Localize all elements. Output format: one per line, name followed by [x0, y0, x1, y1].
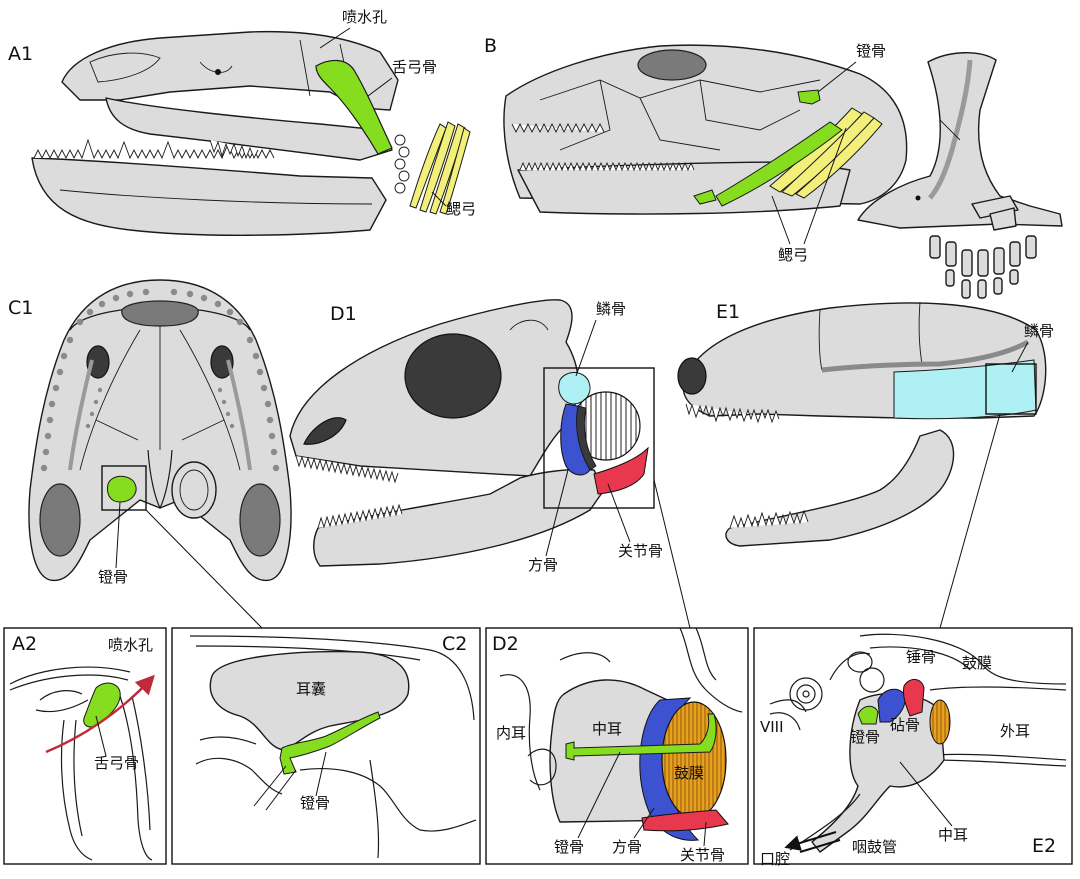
- c2-otic-capsule: [209, 650, 410, 751]
- d2-label-articular: 关节骨: [680, 846, 725, 864]
- e2-eardrum: [929, 699, 951, 745]
- e2-label-stapes: 镫骨: [850, 728, 880, 746]
- d2-eardrum: [661, 701, 727, 819]
- b-orbit: [637, 49, 707, 81]
- a1-upper-teeth: [209, 139, 259, 160]
- c1-zoom-box: [101, 465, 147, 511]
- d1-zoom-box: [543, 367, 655, 509]
- e2-label-eustachian-tube: 咽鼓管: [852, 838, 897, 856]
- panel-a1: A1 喷水孔: [8, 8, 476, 236]
- panel-label-c2: C2: [442, 633, 467, 655]
- c1-tooth-row: [40, 288, 280, 472]
- panel-label-e2: E2: [1032, 835, 1056, 857]
- e2-semicircular-canals: [829, 651, 885, 693]
- b-forelimb: [929, 195, 1037, 299]
- d2-label-eardrum: 鼓膜: [674, 764, 704, 782]
- c1-otic-region-right: [171, 461, 217, 519]
- d2-stapes: [565, 713, 717, 761]
- panel-d2: D2 内耳 中耳 鼓膜 镫骨 方骨 关节骨: [485, 627, 749, 865]
- panel-c1: C1: [8, 279, 292, 629]
- e1-zoom-box: [985, 363, 1037, 415]
- e2-cochlea: [789, 677, 823, 711]
- a2-frame: [3, 627, 167, 865]
- d1-label-squamosal: 鳞骨: [596, 300, 626, 318]
- c2-label-stapes: 镫骨: [300, 794, 330, 812]
- b-upper-teeth: [511, 122, 605, 134]
- panel-label-d2: D2: [492, 633, 519, 655]
- d1-label-articular: 关节骨: [618, 542, 663, 560]
- panel-label-e1: E1: [716, 301, 740, 323]
- d1-squamosal: [558, 372, 591, 405]
- c1-choana-left: [86, 345, 110, 379]
- e2-label-outer-ear: 外耳: [1000, 722, 1030, 740]
- d1-quadrate-dark-rim: [576, 405, 597, 471]
- d2-label-quadrate: 方骨: [612, 838, 642, 856]
- d1-label-quadrate: 方骨: [528, 556, 558, 574]
- c2-frame: [171, 627, 481, 865]
- c1-quadrate-right: [239, 483, 281, 557]
- a1-label-gill-arches: 鳃弓: [446, 200, 476, 218]
- e2-stapes: [857, 705, 879, 725]
- d1-nostril: [303, 417, 347, 445]
- a1-label-hyomandibula: 舌弓骨: [392, 58, 437, 76]
- e2-label-eardrum: 鼓膜: [962, 654, 992, 672]
- b-lower-teeth: [519, 161, 695, 172]
- panel-a2: A2 喷水孔 舌弓骨: [3, 627, 167, 865]
- b-green-fragment: [693, 189, 717, 205]
- panel-e2: E2 VIII 锤骨 鼓膜 砧骨 镫: [753, 627, 1073, 868]
- a2-label-hyomandibula: 舌弓骨: [94, 754, 139, 772]
- b-label-gill-arches: 鳃弓: [778, 246, 808, 264]
- d1-orbit: [404, 333, 502, 419]
- e2-label-middle-ear: 中耳: [938, 826, 968, 844]
- e2-middle-ear-cavity: [811, 692, 945, 853]
- b-stapes: [797, 89, 821, 105]
- panel-b: B: [484, 35, 1063, 299]
- e2-malleus: [903, 679, 925, 717]
- e2-label-malleus: 锤骨: [906, 648, 936, 666]
- e1-upper-teeth: [685, 403, 780, 424]
- a1-arch-joints: [394, 134, 410, 194]
- b-ceratohyal: [715, 121, 843, 207]
- panel-label-a1: A1: [8, 43, 33, 65]
- c2-label-otic-capsule: 耳囊: [296, 680, 326, 698]
- d2-articular: [641, 809, 729, 832]
- d2-label-middle-ear: 中耳: [592, 720, 622, 738]
- a1-hyomandibula: [315, 59, 393, 155]
- e1-lower-jaw: [725, 429, 955, 547]
- e1-label-squamosal: 鳞骨: [1024, 322, 1054, 340]
- d2-label-stapes: 镫骨: [554, 838, 584, 856]
- e2-label-incus: 砧骨: [890, 716, 920, 734]
- a1-label-spiracle: 喷水孔: [342, 8, 387, 26]
- panel-c2: C2 耳囊 镫骨: [171, 627, 481, 865]
- c2-stapes: [279, 711, 381, 775]
- e2-label-oral-cavity: 口腔: [760, 850, 790, 868]
- panel-label-a2: A2: [12, 633, 37, 655]
- d1-articular: [593, 446, 649, 495]
- c1-stapes: [107, 475, 137, 503]
- panel-label-d1: D1: [330, 303, 357, 325]
- a1-lower-jaw: [31, 157, 387, 236]
- c1-quadrate-left: [39, 483, 81, 557]
- d1-lower-teeth: [317, 503, 403, 529]
- a2-label-spiracle: 喷水孔: [108, 636, 153, 654]
- panel-e1: E1 鳞骨: [677, 301, 1054, 629]
- d2-frame: [485, 627, 749, 865]
- panel-d1: D1 鳞骨 方骨 关节骨: [289, 299, 691, 629]
- d2-label-inner-ear: 内耳: [496, 724, 526, 742]
- c1-choana-right: [210, 345, 234, 379]
- e1-lower-teeth: [729, 509, 809, 529]
- a1-upper-jaw: [105, 97, 393, 161]
- c1-vomer: [121, 300, 199, 327]
- d1-upper-teeth: [295, 455, 399, 484]
- b-label-stapes: 镫骨: [856, 42, 886, 60]
- e2-label-cranial-nerve: VIII: [760, 718, 784, 736]
- panel-label-b: B: [484, 35, 497, 57]
- panel-label-c1: C1: [8, 297, 33, 319]
- e1-orbit: [677, 357, 707, 395]
- e2-frame: [753, 627, 1073, 865]
- c1-label-stapes: 镫骨: [98, 568, 128, 586]
